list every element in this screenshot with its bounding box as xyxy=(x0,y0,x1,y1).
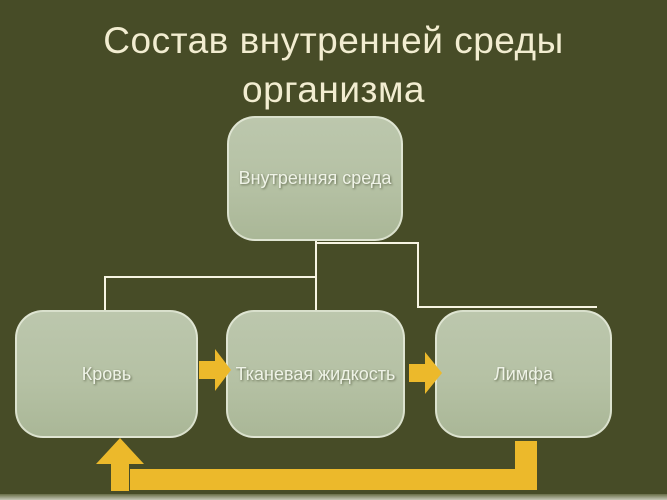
connector-right-horizontal-bottom xyxy=(417,306,597,308)
node-blood-label: Кровь xyxy=(81,363,132,384)
connector-left-horizontal xyxy=(105,276,317,278)
connector-root-to-tissue xyxy=(315,241,317,310)
arrow-right-icon xyxy=(199,349,231,391)
slide-title: Состав внутренней среды организма xyxy=(0,16,667,114)
slide-title-line-1: Состав внутренней среды xyxy=(103,20,564,61)
arrow-right-icon xyxy=(409,352,442,394)
node-blood: Кровь xyxy=(15,310,198,438)
connector-right-vertical xyxy=(417,242,419,308)
node-lymph-label: Лимфа xyxy=(493,363,554,384)
return-loop-vertical-segment xyxy=(515,441,537,470)
connector-right-horizontal-top xyxy=(316,242,419,244)
node-tissue-fluid-label: Тканевая жидкость xyxy=(235,363,396,384)
arrow-up-icon xyxy=(96,438,144,491)
node-tissue-fluid: Тканевая жидкость xyxy=(226,310,405,438)
return-loop-horizontal-segment xyxy=(130,469,537,490)
node-lymph: Лимфа xyxy=(435,310,612,438)
slide-title-line-2: организма xyxy=(242,69,425,110)
slide-bottom-edge xyxy=(0,494,667,500)
node-internal-environment: Внутренняя среда xyxy=(227,116,403,241)
node-internal-environment-label: Внутренняя среда xyxy=(238,168,392,188)
connector-left-vertical xyxy=(104,276,106,312)
